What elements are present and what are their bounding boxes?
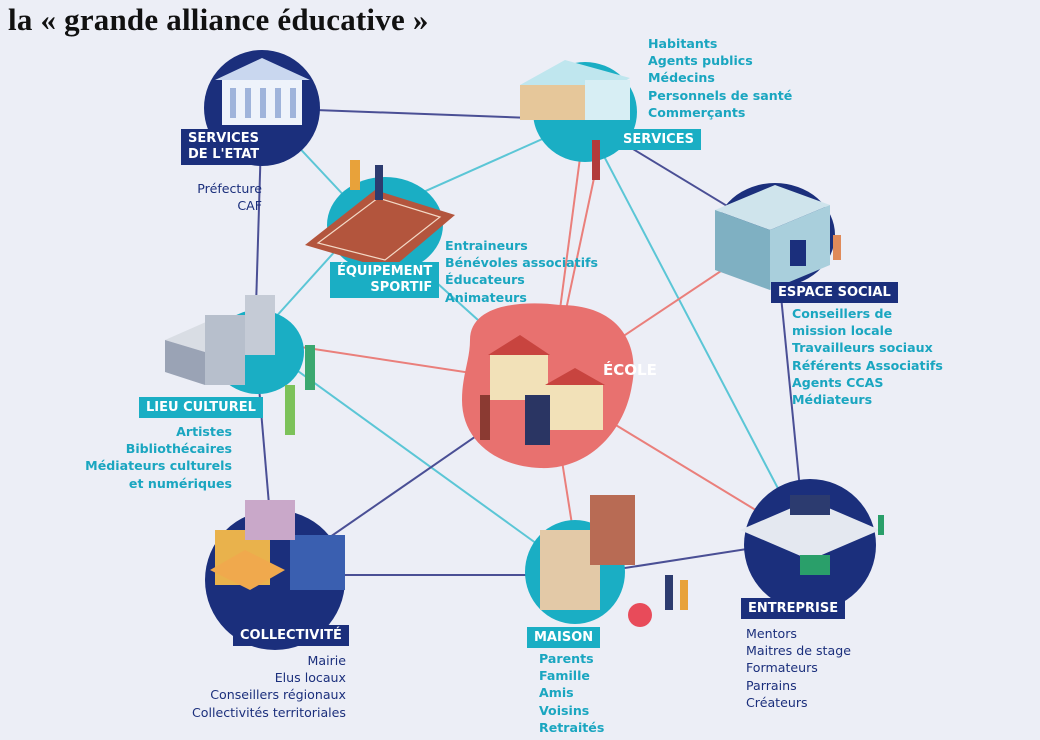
maison-label: MAISON xyxy=(527,627,600,648)
actor-item: Mentors xyxy=(746,625,851,642)
services-etat-label: SERVICES DE L'ETAT xyxy=(181,129,266,165)
actor-item: Maitres de stage xyxy=(746,642,851,659)
espace-social-label: ESPACE SOCIAL xyxy=(771,282,898,303)
actor-item: Parents xyxy=(539,650,604,667)
actor-item: Personnels de santé xyxy=(648,87,792,104)
actor-item: Formateurs xyxy=(746,659,851,676)
actor-item: Créateurs xyxy=(746,694,851,711)
actor-item: Collectivités territoriales xyxy=(140,704,346,721)
maison-actors: Parents Famille Amis Voisins Retraités xyxy=(539,650,604,736)
actor-item: Amis xyxy=(539,684,604,701)
actor-item: Artistes xyxy=(70,423,232,440)
actor-item: Conseillers de xyxy=(792,305,943,322)
actor-item: Médecins xyxy=(648,69,792,86)
espace-social-actors: Conseillers de mission locale Travailleu… xyxy=(792,305,943,408)
actor-item: Éducateurs xyxy=(445,271,598,288)
actor-item: Conseillers régionaux xyxy=(140,686,346,703)
collectivite-actors: Mairie Elus locaux Conseillers régionaux… xyxy=(140,652,346,721)
actor-item: Agents CCAS xyxy=(792,374,943,391)
equipement-sportif-label: ÉQUIPEMENT SPORTIF xyxy=(330,262,439,298)
actor-item: Bibliothécaires xyxy=(70,440,232,457)
actor-item: et numériques xyxy=(70,475,232,492)
actor-item: Agents publics xyxy=(648,52,792,69)
lieu-culturel-actors: Artistes Bibliothécaires Médiateurs cult… xyxy=(70,423,232,492)
actor-item: Mairie xyxy=(140,652,346,669)
actor-item: Voisins xyxy=(539,702,604,719)
actor-item: Commerçants xyxy=(648,104,792,121)
actor-item: Médiateurs culturels xyxy=(70,457,232,474)
actor-item: Entraineurs xyxy=(445,237,598,254)
entreprise-label: ENTREPRISE xyxy=(741,598,845,619)
services-actors: Habitants Agents publics Médecins Person… xyxy=(648,35,792,121)
actor-item: Parrains xyxy=(746,677,851,694)
services-label: SERVICES xyxy=(616,129,701,150)
ecole-label: ÉCOLE xyxy=(603,361,657,379)
collectivite-label: COLLECTIVITÉ xyxy=(233,625,349,646)
services-etat-actors: Préfecture CAF xyxy=(170,180,262,214)
actor-item: Famille xyxy=(539,667,604,684)
equipement-sportif-actors: Entraineurs Bénévoles associatifs Éducat… xyxy=(445,237,598,306)
actor-item: Retraités xyxy=(539,719,604,736)
actor-item: Médiateurs xyxy=(792,391,943,408)
actor-item: Habitants xyxy=(648,35,792,52)
actor-item: Animateurs xyxy=(445,289,598,306)
services-building-icon xyxy=(520,60,630,120)
actor-item: mission locale xyxy=(792,322,943,339)
actor-item: Bénévoles associatifs xyxy=(445,254,598,271)
actor-item: Elus locaux xyxy=(140,669,346,686)
actor-item: Référents Associatifs xyxy=(792,357,943,374)
actor-item: CAF xyxy=(170,197,262,214)
actor-item: Préfecture xyxy=(170,180,262,197)
lieu-culturel-label: LIEU CULTUREL xyxy=(139,397,263,418)
entreprise-actors: Mentors Maitres de stage Formateurs Parr… xyxy=(746,625,851,711)
actor-item: Travailleurs sociaux xyxy=(792,339,943,356)
